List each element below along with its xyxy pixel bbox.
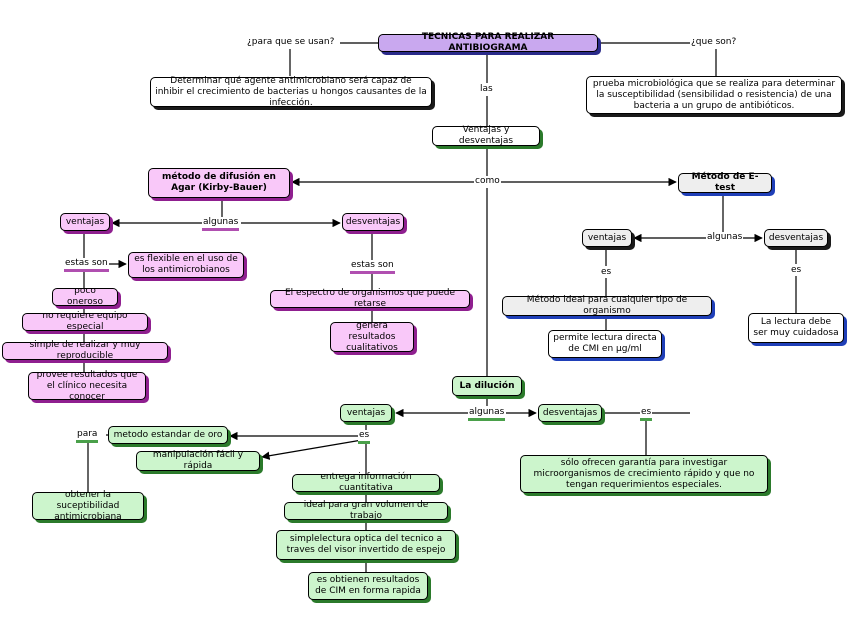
link-label-etest-es-right: es: [790, 265, 803, 276]
link-label-etest-algunas: algunas: [706, 232, 744, 243]
node-dil-desventajas[interactable]: desventajas: [538, 404, 602, 422]
node-agar-flexible[interactable]: es flexible en el uso de los antimicrobi…: [128, 252, 244, 278]
node-agar-oneroso[interactable]: poco oneroso: [52, 286, 118, 307]
link-label-agar-algunas: algunas: [202, 217, 240, 231]
node-agar-provee[interactable]: provee resultados que el clínico necesit…: [28, 370, 146, 402]
link-label-dil-para: para: [76, 429, 99, 443]
link-label-dil-algunas: algunas: [468, 407, 506, 421]
node-dil-manipulacion[interactable]: manipulación fácil y rápida: [136, 450, 260, 471]
node-dil-metodo-estandar[interactable]: metodo estandar de oro: [108, 426, 228, 444]
node-dil-resultados-cim[interactable]: es obtienen resultados de CIM en forma r…: [308, 572, 428, 600]
node-etest-desventajas[interactable]: desventajas: [764, 229, 828, 247]
node-para-que-desc[interactable]: Determinar qué agente antimicrobiano ser…: [150, 76, 432, 108]
node-etest-lectura-directa[interactable]: permite lectura directa de CMI en µg/ml: [548, 330, 662, 358]
link-label-etest-es-left: es: [600, 267, 613, 278]
node-agar-espectro[interactable]: El espectro de organismos que puede reta…: [270, 288, 470, 309]
node-agar-method[interactable]: método de difusión en Agar (Kirby-Bauer): [148, 168, 290, 198]
node-etest-method[interactable]: Método de E-test: [678, 172, 772, 193]
node-dil-entrega[interactable]: entrega información cuantitativa: [292, 472, 440, 493]
node-agar-genera[interactable]: genera resultados cualitativos: [330, 321, 414, 353]
node-agar-desventajas[interactable]: desventajas: [342, 213, 404, 231]
node-dil-obtener[interactable]: obtener la suceptibilidad antimicrobiana: [32, 490, 144, 522]
link-label-para-que: ¿para que se usan?: [246, 37, 336, 48]
node-agar-ventajas[interactable]: ventajas: [60, 213, 110, 231]
node-dilucion[interactable]: La dilución: [452, 376, 522, 396]
node-agar-equipo[interactable]: no requiere equipo especial: [22, 311, 148, 332]
link-label-dil-es-right: es: [640, 407, 653, 421]
node-dil-simple-lectura[interactable]: simplelectura optica del tecnico a trave…: [276, 530, 456, 560]
link-label-dil-es-center: es: [358, 430, 371, 444]
node-etest-ventajas[interactable]: ventajas: [582, 229, 632, 247]
node-que-son-desc[interactable]: prueba microbiológica que se realiza par…: [586, 76, 842, 114]
node-dil-solo-ofrecen[interactable]: sólo ofrecen garantía para investigar mi…: [520, 455, 768, 493]
node-agar-simple[interactable]: simple de realizar y muy reproducible: [2, 340, 168, 361]
node-dil-ideal[interactable]: ideal para gran volumen de trabajo: [284, 500, 448, 521]
node-etest-lectura-cuidadosa[interactable]: La lectura debe ser muy cuidadosa: [748, 313, 844, 343]
node-dil-ventajas[interactable]: ventajas: [340, 404, 392, 422]
link-label-las: las: [479, 84, 494, 95]
map-title[interactable]: TECNICAS PARA REALIZAR ANTIBIOGRAMA: [378, 32, 598, 53]
link-label-que-son: ¿que son?: [690, 37, 738, 48]
link-label-agar-estas-son-right: estas son: [350, 260, 395, 274]
node-etest-metodo-ideal[interactable]: Método ideal para cualquier tipo de orga…: [502, 295, 712, 316]
link-label-agar-estas-son-left: estas son: [64, 258, 109, 272]
node-ventajas-desventajas[interactable]: Ventajas y desventajas: [432, 125, 540, 146]
link-label-como: como: [474, 176, 501, 187]
